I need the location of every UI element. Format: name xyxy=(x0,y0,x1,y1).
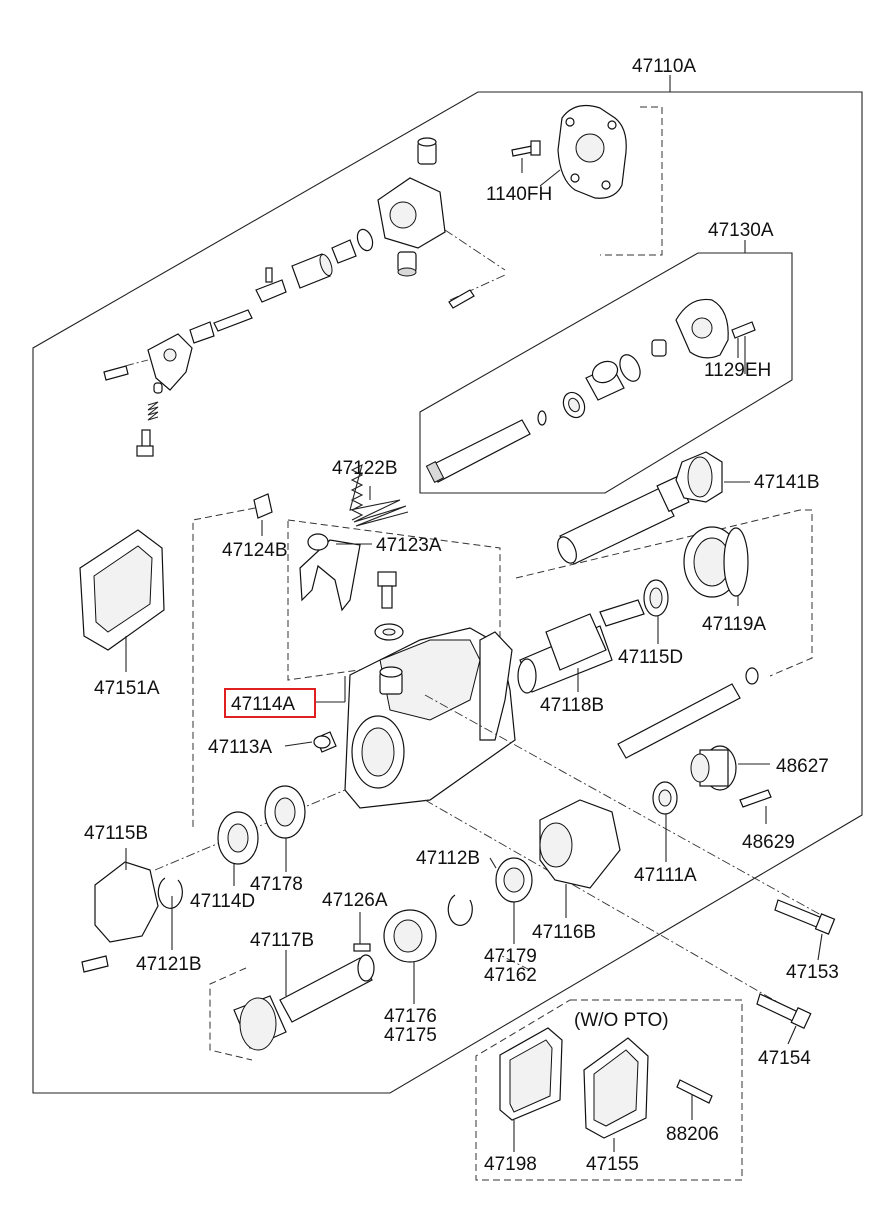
label-wo-pto: (W/O PTO) xyxy=(574,1010,669,1031)
label-47162[interactable]: 47162 xyxy=(484,965,537,986)
shift-rail-group xyxy=(419,240,793,494)
label-47179[interactable]: 47179 xyxy=(484,946,537,967)
label-47198[interactable]: 47198 xyxy=(484,1154,537,1175)
wo-pto-box xyxy=(475,999,743,1181)
highlight-box xyxy=(224,688,316,718)
label-47121B[interactable]: 47121B xyxy=(136,954,202,975)
input-shaft-group xyxy=(79,529,836,1061)
label-47178[interactable]: 47178 xyxy=(250,874,303,895)
label-47119A[interactable]: 47119A xyxy=(702,614,766,635)
label-47116B[interactable]: 47116B xyxy=(532,922,596,943)
label-47126A[interactable]: 47126A xyxy=(322,890,388,911)
label-47124B[interactable]: 47124B xyxy=(222,540,288,561)
label-47123A[interactable]: 47123A xyxy=(376,535,442,556)
part-labels: 47110A 1140FH 47130A 1129EH 47122B 47141… xyxy=(84,56,839,1175)
label-48629[interactable]: 48629 xyxy=(742,832,795,853)
label-47155[interactable]: 47155 xyxy=(586,1154,639,1175)
label-47110A[interactable]: 47110A xyxy=(632,56,696,77)
label-47141B[interactable]: 47141B xyxy=(754,472,820,493)
label-88206[interactable]: 88206 xyxy=(666,1124,719,1145)
label-1140FH[interactable]: 1140FH xyxy=(486,184,552,205)
leader-lines xyxy=(125,169,823,1152)
label-47154[interactable]: 47154 xyxy=(758,1048,811,1069)
output-shaft-group xyxy=(515,451,813,815)
shift-fork-group xyxy=(192,463,501,830)
shift-cover-group xyxy=(103,105,663,457)
label-47153[interactable]: 47153 xyxy=(786,962,839,983)
label-47175[interactable]: 47175 xyxy=(384,1025,437,1046)
label-47115D[interactable]: 47115D xyxy=(618,647,683,668)
label-47113A[interactable]: 47113A xyxy=(208,737,272,758)
label-1129EH[interactable]: 1129EH xyxy=(704,360,771,381)
assembly-outline xyxy=(32,75,863,1094)
label-47114A[interactable]: 47114A xyxy=(231,694,295,715)
label-48627[interactable]: 48627 xyxy=(776,756,829,777)
label-47114D[interactable]: 47114D xyxy=(190,891,255,912)
label-47115B[interactable]: 47115B xyxy=(84,823,148,844)
label-47117B[interactable]: 47117B xyxy=(250,930,314,951)
label-47176[interactable]: 47176 xyxy=(384,1006,437,1027)
label-47111A[interactable]: 47111A xyxy=(634,865,697,886)
label-47151A[interactable]: 47151A xyxy=(94,678,160,699)
label-47112B[interactable]: 47112B xyxy=(416,848,480,869)
label-47130A[interactable]: 47130A xyxy=(708,220,774,241)
main-case xyxy=(154,627,831,1016)
label-47122B[interactable]: 47122B xyxy=(332,458,398,479)
label-47118B[interactable]: 47118B xyxy=(540,695,604,716)
